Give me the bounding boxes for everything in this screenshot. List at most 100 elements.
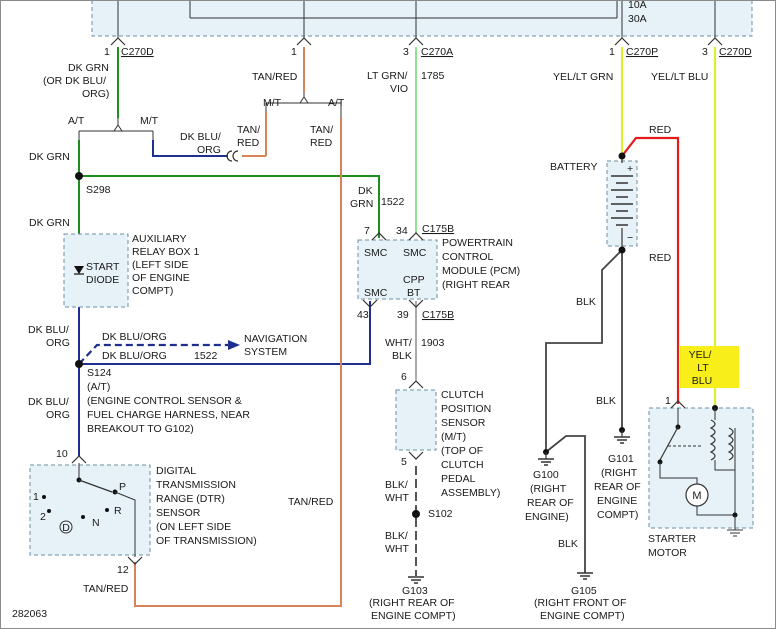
figure-id: 282063 bbox=[12, 608, 47, 620]
pcm-cpp: CPP bbox=[403, 274, 425, 286]
dtr-pos-1: 1 bbox=[33, 491, 39, 503]
svg-text:ENGINE COMPT): ENGINE COMPT) bbox=[371, 610, 456, 622]
svg-text:YEL/: YEL/ bbox=[689, 349, 712, 361]
svg-text:ORG): ORG) bbox=[82, 88, 109, 100]
svg-text:G105: G105 bbox=[571, 585, 597, 597]
dtr-description: DIGITAL TRANSMISSION RANGE (DTR) SENSOR … bbox=[156, 465, 257, 547]
svg-text:A/T: A/T bbox=[328, 97, 345, 109]
dtr-pos-d: D bbox=[62, 522, 70, 534]
svg-text:RED: RED bbox=[649, 124, 672, 136]
svg-text:YEL/LT BLU: YEL/LT BLU bbox=[651, 71, 708, 83]
svg-text:G100: G100 bbox=[533, 469, 559, 481]
battery: + − BATTERY bbox=[550, 152, 638, 254]
ground-g101: G101 (RIGHT REAR OF ENGINE COMPT) bbox=[594, 427, 641, 521]
svg-text:G101: G101 bbox=[608, 453, 634, 465]
svg-text:(RIGHT: (RIGHT bbox=[530, 483, 567, 495]
pin-c270a: 3 bbox=[403, 46, 409, 58]
starter-motor: M 1 STARTER MOTOR bbox=[648, 395, 754, 559]
pcm-smc-tl: SMC bbox=[364, 247, 388, 259]
motor-symbol: M bbox=[692, 490, 701, 502]
pin-c270p: 1 bbox=[609, 46, 615, 58]
pin-c270d-right: 3 bbox=[702, 46, 708, 58]
svg-text:CLUTCH: CLUTCH bbox=[441, 459, 484, 471]
svg-text:M/T: M/T bbox=[140, 115, 159, 127]
dtr-pos-r: R bbox=[114, 505, 122, 517]
svg-text:DK BLU/: DK BLU/ bbox=[180, 131, 221, 143]
starter-label-2: MOTOR bbox=[648, 547, 687, 559]
svg-text:OF TRANSMISSION): OF TRANSMISSION) bbox=[156, 535, 257, 547]
conn-c175b-top: C175B bbox=[422, 223, 454, 235]
conn-c175b-bottom: C175B bbox=[422, 309, 454, 321]
svg-text:(OR DK BLU/: (OR DK BLU/ bbox=[43, 75, 106, 87]
svg-text:ORG: ORG bbox=[197, 144, 221, 156]
fuse-label-10a: 10A bbox=[628, 0, 647, 11]
wire-labels: DK GRN (OR DK BLU/ ORG) TAN/RED LT GRN/ … bbox=[28, 62, 712, 595]
at-mt-selector-left bbox=[78, 118, 154, 140]
ground-g100: G100 (RIGHT REAR OF ENGINE) bbox=[525, 449, 574, 523]
svg-text:GRN: GRN bbox=[350, 198, 373, 210]
pin-c270d-left: 1 bbox=[104, 46, 110, 58]
svg-text:ORG: ORG bbox=[46, 337, 70, 349]
svg-text:BLK: BLK bbox=[596, 395, 616, 407]
svg-text:(LEFT SIDE: (LEFT SIDE bbox=[132, 259, 188, 271]
svg-text:WHT: WHT bbox=[385, 492, 409, 504]
svg-text:CONTROL: CONTROL bbox=[442, 251, 493, 263]
clutch-pin-top: 6 bbox=[401, 371, 407, 383]
svg-text:RED: RED bbox=[649, 252, 672, 264]
ground-g103: G103 (RIGHT REAR OF ENGINE COMPT) bbox=[369, 576, 456, 622]
svg-text:AUXILIARY: AUXILIARY bbox=[132, 233, 187, 245]
svg-text:LT GRN/: LT GRN/ bbox=[367, 70, 408, 82]
ground-g105: G105 (RIGHT FRONT OF ENGINE COMPT) bbox=[534, 572, 626, 622]
svg-text:SENSOR: SENSOR bbox=[441, 417, 486, 429]
svg-text:RELAY BOX 1: RELAY BOX 1 bbox=[132, 246, 199, 258]
dtr-sensor-box: 10 12 1 2 D P R N bbox=[29, 448, 151, 576]
svg-text:VIO: VIO bbox=[390, 83, 408, 95]
svg-text:DK: DK bbox=[358, 185, 373, 197]
svg-text:TAN/: TAN/ bbox=[237, 124, 260, 136]
svg-text:DK BLU/: DK BLU/ bbox=[28, 324, 69, 336]
svg-text:DK BLU/ORG: DK BLU/ORG bbox=[102, 350, 167, 362]
svg-text:BLK: BLK bbox=[558, 538, 578, 550]
clutch-description: CLUTCH POSITION SENSOR (M/T) (TOP OF CLU… bbox=[441, 389, 500, 499]
svg-text:(M/T): (M/T) bbox=[441, 431, 466, 443]
svg-text:ENGINE COMPT): ENGINE COMPT) bbox=[540, 610, 625, 622]
pin-c175b-7: 7 bbox=[364, 225, 370, 237]
svg-text:WHT/: WHT/ bbox=[385, 337, 412, 349]
conn-c270p: C270P bbox=[626, 46, 658, 58]
conn-c270d-left: C270D bbox=[121, 46, 154, 58]
svg-text:1903: 1903 bbox=[421, 337, 445, 349]
svg-text:TAN/: TAN/ bbox=[310, 124, 333, 136]
fuse-label-30a: 30A bbox=[628, 13, 647, 25]
battery-plus: + bbox=[627, 163, 633, 175]
pcm-smc-bl: SMC bbox=[364, 287, 388, 299]
svg-text:1522: 1522 bbox=[194, 350, 218, 362]
svg-text:(RIGHT REAR: (RIGHT REAR bbox=[442, 279, 510, 291]
pin-c175b-43: 43 bbox=[357, 309, 369, 321]
dtr-pos-p: P bbox=[119, 481, 126, 493]
dtr-pin-bottom: 12 bbox=[117, 564, 129, 576]
svg-text:YEL/LT GRN: YEL/LT GRN bbox=[553, 71, 613, 83]
dtr-pos-n: N bbox=[92, 517, 100, 529]
splice-s124-label: S124 bbox=[87, 367, 112, 379]
conn-c270a: C270A bbox=[421, 46, 453, 58]
conn-c270d-right: C270D bbox=[719, 46, 752, 58]
svg-text:RED: RED bbox=[237, 137, 260, 149]
svg-text:G103: G103 bbox=[402, 585, 428, 597]
splice-s102-dot bbox=[412, 510, 420, 518]
at-mt-selector-right bbox=[265, 92, 342, 118]
svg-text:DK GRN: DK GRN bbox=[29, 217, 70, 229]
svg-text:ENGINE): ENGINE) bbox=[525, 511, 569, 523]
svg-text:POSITION: POSITION bbox=[441, 403, 491, 415]
svg-text:POWERTRAIN: POWERTRAIN bbox=[442, 237, 513, 249]
svg-text:1785: 1785 bbox=[421, 70, 445, 82]
start-diode-label-1: START bbox=[86, 261, 120, 273]
pcm-smc-tr: SMC bbox=[403, 247, 427, 259]
svg-text:BLK/: BLK/ bbox=[385, 479, 408, 491]
svg-text:RED: RED bbox=[310, 137, 333, 149]
svg-text:DK GRN: DK GRN bbox=[68, 62, 109, 74]
svg-text:LT: LT bbox=[697, 362, 709, 374]
svg-text:1522: 1522 bbox=[381, 196, 405, 208]
pcm-box: SMC SMC CPP SMC BT 7 34 C175B 43 39 C175… bbox=[357, 223, 454, 321]
svg-text:DIGITAL: DIGITAL bbox=[156, 465, 196, 477]
splice-s298-dot bbox=[75, 172, 83, 180]
